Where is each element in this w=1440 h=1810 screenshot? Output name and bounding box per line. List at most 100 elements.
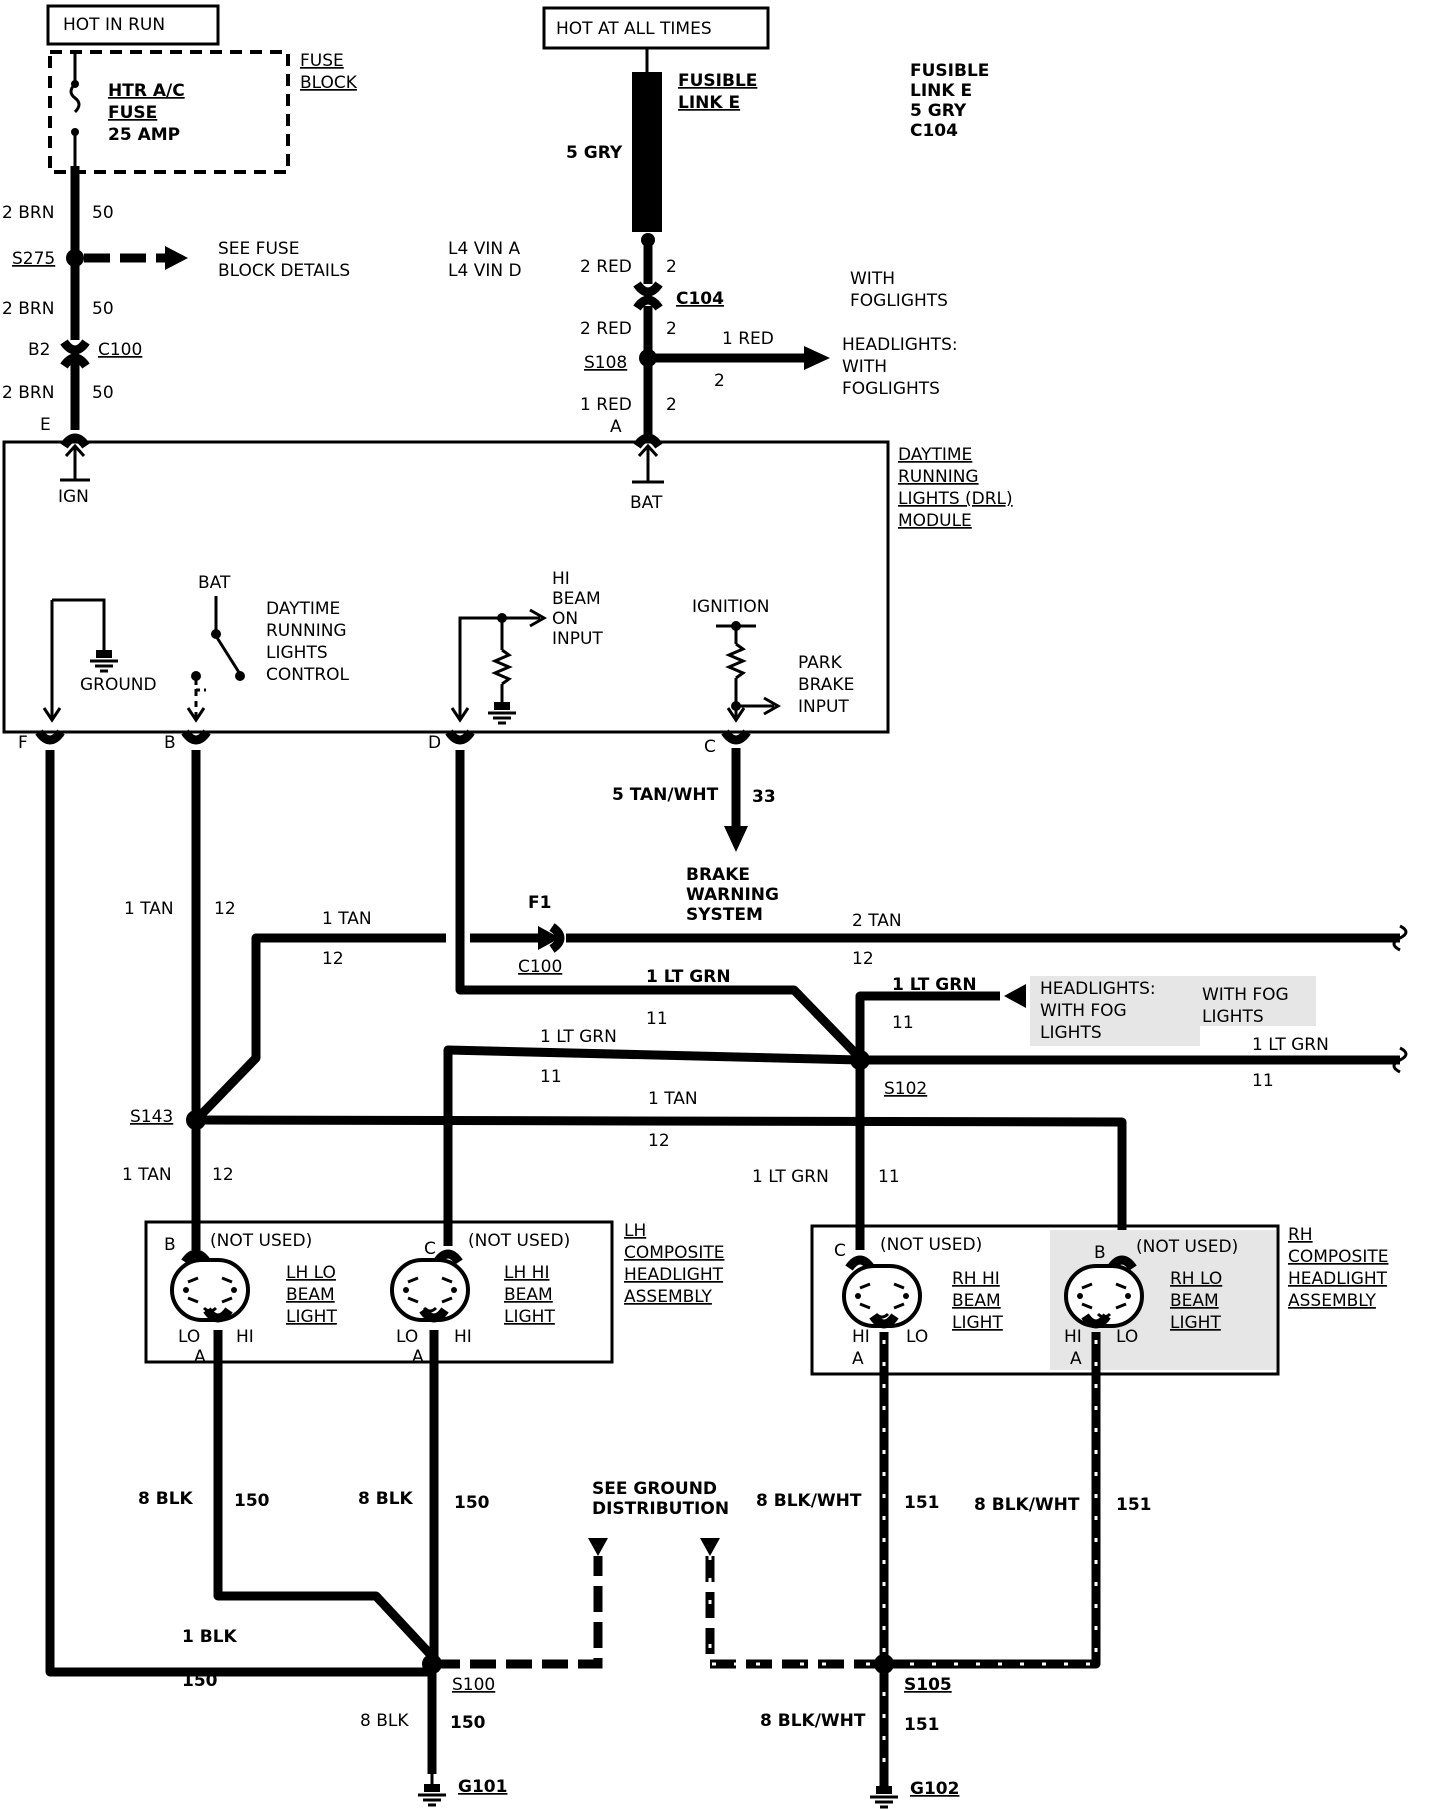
- hi-beam-4: INPUT: [552, 629, 603, 649]
- s108-splice: [639, 349, 657, 367]
- lh-assembly-3: HEADLIGHT: [624, 1265, 724, 1285]
- red-label-2: 2 RED: [580, 319, 632, 339]
- not-used-lh-hi: (NOT USED): [468, 1231, 570, 1251]
- bat-switch-label: BAT: [198, 573, 231, 593]
- brake-warning-arrow-icon: [724, 826, 748, 852]
- headlights-fog-2: WITH: [842, 357, 887, 377]
- blk-2-num: 150: [454, 1493, 490, 1513]
- lh-hi-beam-3: LIGHT: [504, 1307, 555, 1327]
- g101-ground-icon: [416, 1768, 448, 1807]
- see-ground-2: DISTRIBUTION: [592, 1499, 729, 1519]
- brn-label-1: 2 BRN: [2, 203, 54, 223]
- park-brake-input-icon: [716, 621, 782, 723]
- five-gry-label: 5 GRY: [566, 143, 623, 163]
- one-blk-label: 1 BLK: [182, 1627, 238, 1647]
- pin-c-rh: C: [834, 1241, 846, 1261]
- brn-num-2: 50: [92, 299, 114, 319]
- g-blk-label: 8 BLK: [360, 1711, 409, 1731]
- tan-wht-num: 33: [752, 787, 776, 807]
- rh-assembly-1: RH: [1288, 1225, 1313, 1245]
- drl-switch-icon: [186, 596, 245, 723]
- tan-right-top: 2 TAN: [852, 911, 902, 931]
- tan-v-label: 1 TAN: [124, 899, 174, 919]
- ground-dist-arrow-left-icon: [588, 1538, 608, 1556]
- headlights-with-fog-2: WITH FOG: [1040, 1001, 1127, 1021]
- pin-c-lh: C: [424, 1239, 436, 1259]
- ltgrn-lh-bot: 11: [540, 1067, 562, 1087]
- lh-hi-beam-1: LH HI: [504, 1263, 549, 1283]
- drl-control-4: CONTROL: [266, 665, 350, 685]
- pin-b-lh: B: [164, 1235, 176, 1255]
- lh-lo-beam-3: LIGHT: [286, 1307, 337, 1327]
- one-blk-num: 150: [182, 1671, 218, 1691]
- ground-label: GROUND: [80, 675, 157, 695]
- one-red-label: 1 RED: [722, 329, 774, 349]
- fuse-block-label-2: BLOCK: [300, 73, 358, 93]
- see-ground-1: SEE GROUND: [592, 1479, 717, 1499]
- s100-label: S100: [452, 1675, 495, 1695]
- blk-1-num: 150: [234, 1491, 270, 1511]
- g-bw-label: 8 BLK/WHT: [760, 1711, 866, 1731]
- park-brake-2: BRAKE: [798, 675, 854, 695]
- brake-warning-1: BRAKE: [686, 865, 750, 885]
- rh-hi-lo: LO: [906, 1327, 928, 1347]
- rh-hi-beam-1: RH HI: [952, 1269, 1000, 1289]
- fuse-block-label-1: FUSE: [300, 51, 344, 71]
- not-used-lh-lo: (NOT USED): [210, 1231, 312, 1251]
- with-foglights-1: WITH: [850, 269, 895, 289]
- c100-mid-label: C100: [518, 957, 562, 977]
- drl-module-label-1: DAYTIME: [898, 445, 972, 465]
- hi-beam-1: HI: [552, 569, 570, 589]
- headlights-fog-3: FOGLIGHTS: [842, 379, 940, 399]
- g-blk-num: 150: [450, 1713, 486, 1733]
- drl-module-label-2: RUNNING: [898, 467, 979, 487]
- g-bw-num: 151: [904, 1715, 940, 1735]
- fuse-label-3: 25 AMP: [108, 125, 180, 145]
- rh-hi-beam-3: LIGHT: [952, 1313, 1003, 1333]
- internal-ground-icon: [88, 634, 120, 673]
- pin-d-label: D: [428, 733, 441, 753]
- see-fuse-arrow-icon: [165, 246, 188, 270]
- wire-ltgrn-fog: [855, 991, 1000, 1058]
- red-label-1: 2 RED: [580, 257, 632, 277]
- hot-in-run-label: HOT IN RUN: [63, 15, 165, 35]
- brake-warning-3: SYSTEM: [686, 905, 763, 925]
- fusible-note-1: FUSIBLE: [910, 61, 989, 81]
- headlights-with-fog-1: HEADLIGHTS:: [1040, 979, 1156, 999]
- lh-assembly-1: LH: [624, 1221, 646, 1241]
- fuse-block-outline: [48, 50, 290, 174]
- bw-2-label: 8 BLK/WHT: [974, 1495, 1080, 1515]
- c100-top-connector-icon: [64, 342, 86, 350]
- lh-hi-beam-2: BEAM: [504, 1285, 553, 1305]
- ground-dist-dashed-right: [705, 1556, 884, 1669]
- hot-in-run-box: [46, 4, 220, 46]
- s275-splice: [66, 249, 84, 267]
- brn-num-1: 50: [92, 203, 114, 223]
- rh-assembly-4: ASSEMBLY: [1288, 1291, 1376, 1311]
- b2-label: B2: [28, 340, 50, 360]
- drl-control-1: DAYTIME: [266, 599, 340, 619]
- brn-label-3: 2 BRN: [2, 383, 54, 403]
- rh-lo-lo: LO: [1116, 1327, 1138, 1347]
- tan-s143-bot: 12: [648, 1131, 670, 1151]
- brn-num-3: 50: [92, 383, 114, 403]
- pin-c-label: C: [704, 737, 716, 757]
- headlights-with-fog-3: LIGHTS: [1040, 1023, 1102, 1043]
- rh-hi-pin-a: A: [852, 1349, 864, 1369]
- pin-e-label: E: [40, 415, 51, 435]
- fuse-label-2: FUSE: [108, 103, 157, 123]
- s275-label: S275: [12, 249, 55, 269]
- hi-beam-2: BEAM: [552, 589, 601, 609]
- fusible-link-label-1: FUSIBLE: [678, 71, 757, 91]
- tan-lo-num: 12: [212, 1165, 234, 1185]
- s108-label: S108: [584, 353, 627, 373]
- ltgrn-lh-top: 1 LT GRN: [540, 1027, 617, 1047]
- ltgrn-fog-bot: 11: [892, 1013, 914, 1033]
- f1-label: F1: [528, 893, 551, 913]
- ltgrn-rh-label: 1 LT GRN: [752, 1167, 829, 1187]
- bw-1-label: 8 BLK/WHT: [756, 1491, 862, 1511]
- with-fog-lights-2: LIGHTS: [1202, 1007, 1264, 1027]
- drl-control-3: LIGHTS: [266, 643, 328, 663]
- lh-assembly-2: COMPOSITE: [624, 1243, 724, 1263]
- lh-hi-beam-lamp-icon: [390, 1258, 470, 1322]
